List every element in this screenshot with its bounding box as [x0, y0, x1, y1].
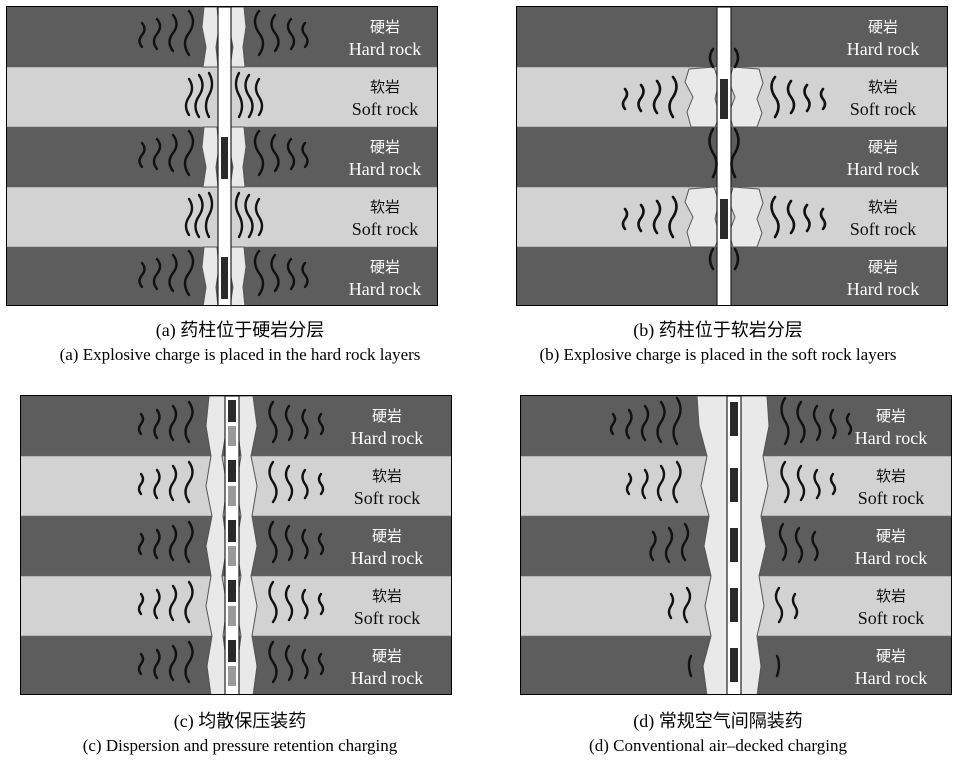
caption-cn: (c) 均散保压装药	[173, 711, 307, 731]
layer-label-en: Hard rock	[351, 428, 423, 448]
crack-group	[138, 9, 309, 297]
explosive-block	[720, 199, 728, 239]
crack-group	[609, 396, 853, 678]
caption-d: (d) 常规空气间隔装药 (d) Conventional air–decked…	[478, 711, 958, 755]
layer-label-cn: 硬岩	[370, 139, 400, 156]
borehole	[716, 7, 732, 305]
layer-label-cn: 硬岩	[876, 528, 906, 545]
charge-zone-full	[205, 396, 228, 694]
layer-label-en: Hard rock	[855, 428, 927, 448]
layer-label-cn: 软岩	[876, 588, 906, 605]
layer-label-en: Hard rock	[349, 279, 421, 299]
explosive-block	[221, 137, 228, 179]
layer-label-en: Hard rock	[847, 159, 919, 179]
explosive-blocks	[730, 402, 738, 682]
caption-b: (b) 药柱位于软岩分层 (b) Explosive charge is pla…	[478, 320, 958, 364]
diagram-panel-d: 硬岩 Hard rock 软岩 Soft rock 硬岩 Hard rock 软…	[520, 395, 952, 695]
explosive-block	[221, 257, 228, 299]
caption-c: (c) 均散保压装药 (c) Dispersion and pressure r…	[0, 711, 480, 755]
layer-label-cn: 软岩	[876, 468, 906, 485]
rock-layers-diagram-a: 硬岩 Hard rock 软岩 Soft rock 硬岩 Hard rock 软…	[7, 7, 437, 305]
layer-label-cn: 软岩	[370, 199, 400, 216]
crack-group	[621, 47, 827, 271]
layer-label-en: Soft rock	[352, 99, 419, 119]
layer-label-en: Hard rock	[349, 39, 421, 59]
layer-label-cn: 硬岩	[372, 648, 402, 665]
layer-label-en: Soft rock	[354, 608, 421, 628]
rock-layers-diagram-b: 硬岩 Hard rock 软岩 Soft rock 硬岩 Hard rock 软…	[517, 7, 947, 305]
caption-en: (b) Explosive charge is placed in the so…	[539, 344, 897, 364]
diagram-panel-a: 硬岩 Hard rock 软岩 Soft rock 硬岩 Hard rock 软…	[6, 6, 438, 306]
charge-zone-upper	[201, 7, 220, 68]
explosive-block	[720, 79, 728, 119]
charge-zone-upper-r	[728, 66, 764, 128]
layer-label-en: Hard rock	[351, 548, 423, 568]
layer-label-en: Hard rock	[351, 668, 423, 688]
diagram-panel-c: 硬岩 Hard rock 软岩 Soft rock 硬岩 Hard rock 软…	[20, 395, 452, 695]
rock-layers-diagram-d: 硬岩 Hard rock 软岩 Soft rock 硬岩 Hard rock 软…	[521, 396, 951, 694]
caption-en: (a) Explosive charge is placed in the ha…	[59, 344, 421, 364]
layer-label-en: Soft rock	[850, 99, 917, 119]
diagram-panel-b: 硬岩 Hard rock 软岩 Soft rock 硬岩 Hard rock 软…	[516, 6, 948, 306]
caption-cn: (a) 药柱位于硬岩分层	[155, 320, 325, 340]
layer-label-en: Hard rock	[855, 548, 927, 568]
layer-label-cn: 软岩	[868, 199, 898, 216]
layer-label-cn: 硬岩	[370, 19, 400, 36]
charge-zone-full	[696, 396, 728, 694]
layer-label-cn: 硬岩	[876, 648, 906, 665]
layer-label-cn: 软岩	[370, 79, 400, 96]
layer-label-cn: 硬岩	[372, 408, 402, 425]
layer-hard-1	[517, 7, 947, 67]
caption-en: (d) Conventional air–decked charging	[589, 735, 847, 755]
layer-label-cn: 软岩	[372, 468, 402, 485]
layer-label-cn: 硬岩	[876, 408, 906, 425]
layer-label-en: Soft rock	[354, 488, 421, 508]
layer-label-cn: 硬岩	[372, 528, 402, 545]
explosive-blocks	[228, 400, 236, 686]
caption-cn: (b) 药柱位于软岩分层	[633, 320, 803, 340]
layer-label-en: Hard rock	[349, 159, 421, 179]
layer-label-en: Hard rock	[855, 668, 927, 688]
layer-label-en: Hard rock	[847, 39, 919, 59]
charge-zone-middle	[201, 126, 220, 188]
layer-label-cn: 硬岩	[868, 259, 898, 276]
layer-label-cn: 软岩	[372, 588, 402, 605]
caption-cn: (d) 常规空气间隔装药	[633, 711, 803, 731]
charge-zone-lower	[201, 246, 220, 305]
layer-label-en: Soft rock	[352, 219, 419, 239]
rock-layers-diagram-c: 硬岩 Hard rock 软岩 Soft rock 硬岩 Hard rock 软…	[21, 396, 451, 694]
layer-label-en: Soft rock	[850, 219, 917, 239]
layer-label-cn: 硬岩	[868, 139, 898, 156]
layer-label-cn: 软岩	[868, 79, 898, 96]
layer-label-cn: 硬岩	[370, 259, 400, 276]
layer-label-en: Hard rock	[847, 279, 919, 299]
charge-zone-full-r	[740, 396, 770, 694]
caption-a: (a) 药柱位于硬岩分层 (a) Explosive charge is pla…	[0, 320, 480, 364]
layer-label-cn: 硬岩	[868, 19, 898, 36]
caption-en: (c) Dispersion and pressure retention ch…	[82, 735, 398, 755]
charge-zone-lower-r	[728, 186, 764, 248]
layer-hard-3	[517, 247, 947, 305]
layer-label-en: Soft rock	[858, 488, 925, 508]
layer-label-en: Soft rock	[858, 608, 925, 628]
crack-group	[137, 400, 325, 684]
